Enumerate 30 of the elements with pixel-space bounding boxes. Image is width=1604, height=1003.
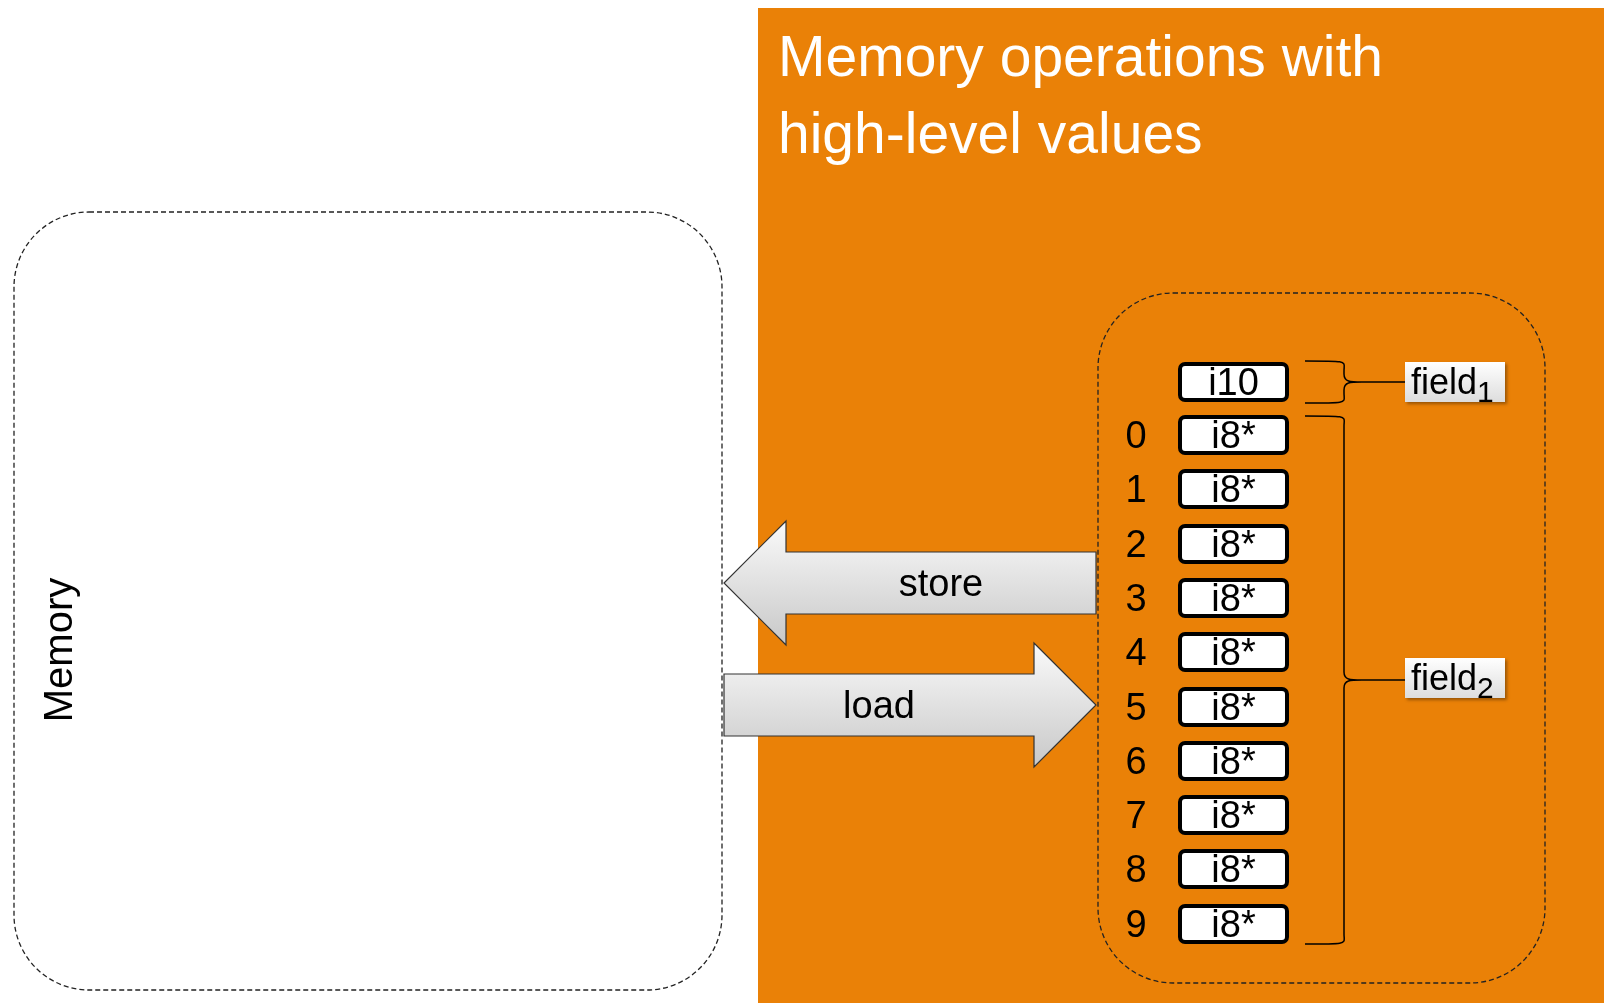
- index-number: 9: [1124, 903, 1148, 944]
- panel: [758, 8, 1604, 1003]
- index-number: 8: [1124, 849, 1148, 890]
- block-arrow: [723, 641, 1097, 769]
- type-cell: i8*: [1178, 632, 1289, 673]
- type-cell: i8*: [1178, 686, 1289, 727]
- index-number: 7: [1124, 795, 1148, 836]
- arrow-label: store: [897, 560, 985, 606]
- field-tag: field$_{2}$: [1405, 658, 1505, 698]
- index-number: 3: [1124, 577, 1148, 618]
- type-cell: i8*: [1178, 903, 1289, 944]
- region-label: Memory: [35, 577, 82, 723]
- block-arrow: [723, 519, 1097, 647]
- index-number: 2: [1124, 523, 1148, 564]
- field-tag: field$_{1}$: [1405, 362, 1505, 402]
- index-number: 6: [1124, 740, 1148, 781]
- type-cell: i8*: [1178, 740, 1289, 781]
- type-cell: i8*: [1178, 415, 1289, 455]
- panel-title: Memory operations with high-level values: [778, 23, 1385, 167]
- type-cell: i10: [1178, 362, 1289, 402]
- arrow-label: load: [842, 682, 916, 728]
- index-number: 5: [1124, 686, 1148, 727]
- index-number: 0: [1124, 415, 1148, 455]
- type-cell: i8*: [1178, 523, 1289, 564]
- index-number: 4: [1124, 632, 1148, 673]
- index-number: 1: [1124, 469, 1148, 510]
- type-cell: i8*: [1178, 469, 1289, 510]
- type-cell: i8*: [1178, 577, 1289, 618]
- type-cell: i8*: [1178, 849, 1289, 890]
- type-cell: i8*: [1178, 795, 1289, 836]
